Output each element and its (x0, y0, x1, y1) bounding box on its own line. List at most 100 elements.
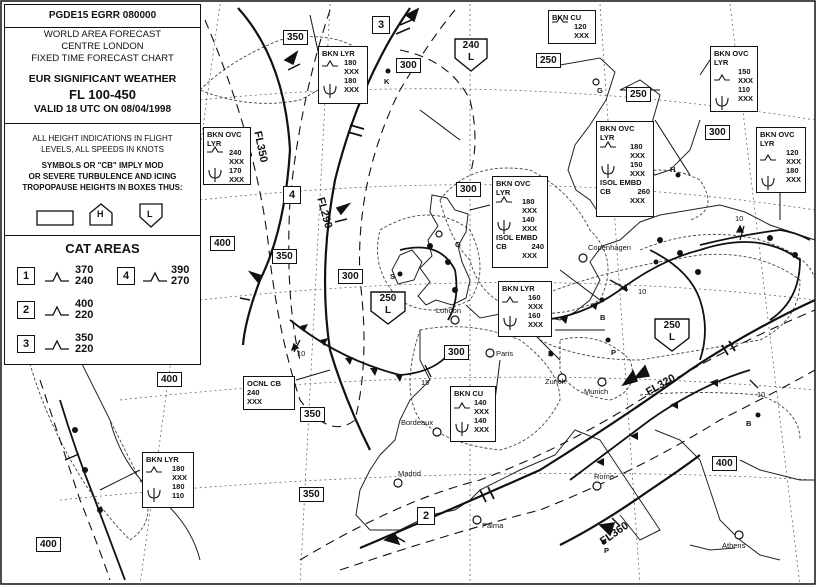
cat-area-marker: 4 (283, 186, 301, 204)
tropopause-box: 300 (444, 345, 469, 360)
tropopause-box: 250 (536, 53, 561, 68)
icing-top: 180 (172, 482, 185, 491)
jet-fl360 (559, 454, 701, 546)
cloud-base: XXX (630, 151, 646, 160)
tropopause-box: 400 (36, 537, 61, 552)
icing-base: XXX (474, 425, 490, 434)
jet-barbs (239, 7, 651, 546)
cloud-top: 140 (474, 398, 487, 407)
cat-area-id: 2 (17, 301, 35, 319)
turbulence-icon (143, 271, 167, 282)
cat-area-bottom: 240 (75, 275, 94, 287)
icing-base: XXX (630, 169, 646, 178)
cb-top: 260 (637, 187, 650, 196)
cat-area-id: 3 (17, 335, 35, 353)
weather-box: BKN OVC LYR 240 XXX 170 XXX (203, 127, 251, 185)
cat-area-top: 400 (75, 298, 94, 310)
weather-box: BKN CU 120 XXX (548, 10, 596, 44)
cloud-base: XXX (229, 157, 245, 166)
cb-label: CB (600, 187, 611, 196)
tropopause-high-letter: H (97, 209, 104, 219)
map-letter: K (384, 77, 390, 86)
tropopause-box: 300 (338, 269, 363, 284)
weather-box: BKN OVC LYR 150 XXX 110 XXX (710, 46, 758, 112)
tropopause-box: 400 (157, 372, 182, 387)
weather-box: BKN LYR 180 XXX 180 110 (142, 452, 194, 508)
turbulence-icon (45, 271, 69, 282)
cat-area-bottom: 220 (75, 309, 94, 321)
tropopause-low-letter: L (147, 209, 153, 219)
tropopause-letter: L (668, 332, 676, 343)
legend-panel: PGDE15 EGRR 080000 WORLD AREA FORECAST C… (4, 4, 201, 365)
cloud-type: BKN OVC (496, 179, 531, 188)
cloud-type: BKN OVC (207, 130, 242, 139)
cloud-type: BKN CU (552, 13, 582, 22)
map-letter: B (600, 313, 606, 322)
tropopause-low-label: 250 L (371, 293, 405, 317)
cat-area-top: 370 (75, 264, 94, 276)
divider (5, 235, 200, 236)
cat-area-marker: 2 (417, 507, 435, 525)
cat-area-levels: 400 220 (75, 299, 93, 321)
icing-top: 170 (229, 166, 242, 175)
cat-area-row: 4 (117, 267, 135, 285)
icing-base: XXX (229, 175, 245, 184)
icing-top: 140 (522, 215, 535, 224)
city-label-copenhagen: Copenhagen (588, 243, 631, 252)
cat-area-bottom: 270 (171, 275, 190, 287)
weather-box: OCNL CB 240 XXX (243, 376, 295, 410)
city-label-rome: Rome (594, 472, 615, 481)
tropopause-low-box (454, 38, 488, 72)
divider (5, 123, 200, 124)
cb-base: XXX (522, 251, 538, 260)
note-line-1: ALL HEIGHT INDICATIONS IN FLIGHT (32, 134, 173, 143)
cloud-layer: LYR (600, 133, 615, 142)
city-label-palma: Palma (482, 521, 504, 530)
weather-box: BKN OVC LYR 180 XXX 150 XXX ISOL EMBD CB… (596, 121, 654, 217)
tropopause-box: 350 (283, 30, 308, 45)
cat-area-row: 2 (17, 301, 35, 319)
cloud-base: XXX (344, 67, 360, 76)
map-number: 10 (757, 390, 766, 399)
cat-area-levels: 390 270 (171, 265, 189, 287)
coastlines (9, 57, 816, 561)
city-label-munich: Munich (584, 387, 609, 396)
icing-top: 150 (630, 160, 643, 169)
cloud-base: XXX (247, 397, 263, 406)
icing-base: XXX (344, 85, 360, 94)
levels-label: FL 100-450 (69, 87, 136, 102)
note-line-2: LEVELS, ALL SPEEDS IN KNOTS (41, 145, 164, 154)
map-number: 10 (297, 349, 306, 358)
cloud-type: BKN LYR (146, 455, 179, 464)
cat-area-bottom: 220 (75, 343, 94, 355)
cb-top: 240 (531, 242, 544, 251)
icing-top: 180 (786, 166, 799, 175)
cloud-base: XXX (738, 76, 754, 85)
map-letter: P (604, 546, 610, 555)
cloud-top: 180 (344, 58, 357, 67)
pressure-dots (385, 68, 761, 545)
cb-type: ISOL EMBD (600, 178, 642, 187)
title-line-2: CENTRE LONDON (61, 41, 144, 52)
cloud-type: BKN OVC (760, 130, 795, 139)
map-letter: H (670, 165, 676, 174)
tropopause-value: 240 (462, 40, 480, 51)
icing-base: XXX (786, 175, 802, 184)
cloud-layer: LYR (496, 188, 511, 197)
turbulence-icon (45, 305, 69, 316)
tropopause-low-box (654, 318, 690, 352)
map-letter: F (548, 349, 553, 358)
cat-area-levels: 370 240 (75, 265, 93, 287)
cloud-top: 150 (738, 67, 751, 76)
tropopause-letter: L (467, 52, 475, 63)
tropopause-box: 250 (626, 87, 651, 102)
city-markers (393, 78, 744, 540)
tropopause-box: 300 (396, 58, 421, 73)
tropopause-box: 350 (299, 487, 324, 502)
tropopause-box: 300 (705, 125, 730, 140)
cloud-layer: LYR (760, 139, 775, 148)
cat-area-boundaries (39, 9, 816, 581)
cb-type: ISOL EMBD (496, 233, 538, 242)
cloud-type: BKN OVC (600, 124, 635, 133)
icing-base: XXX (738, 94, 754, 103)
